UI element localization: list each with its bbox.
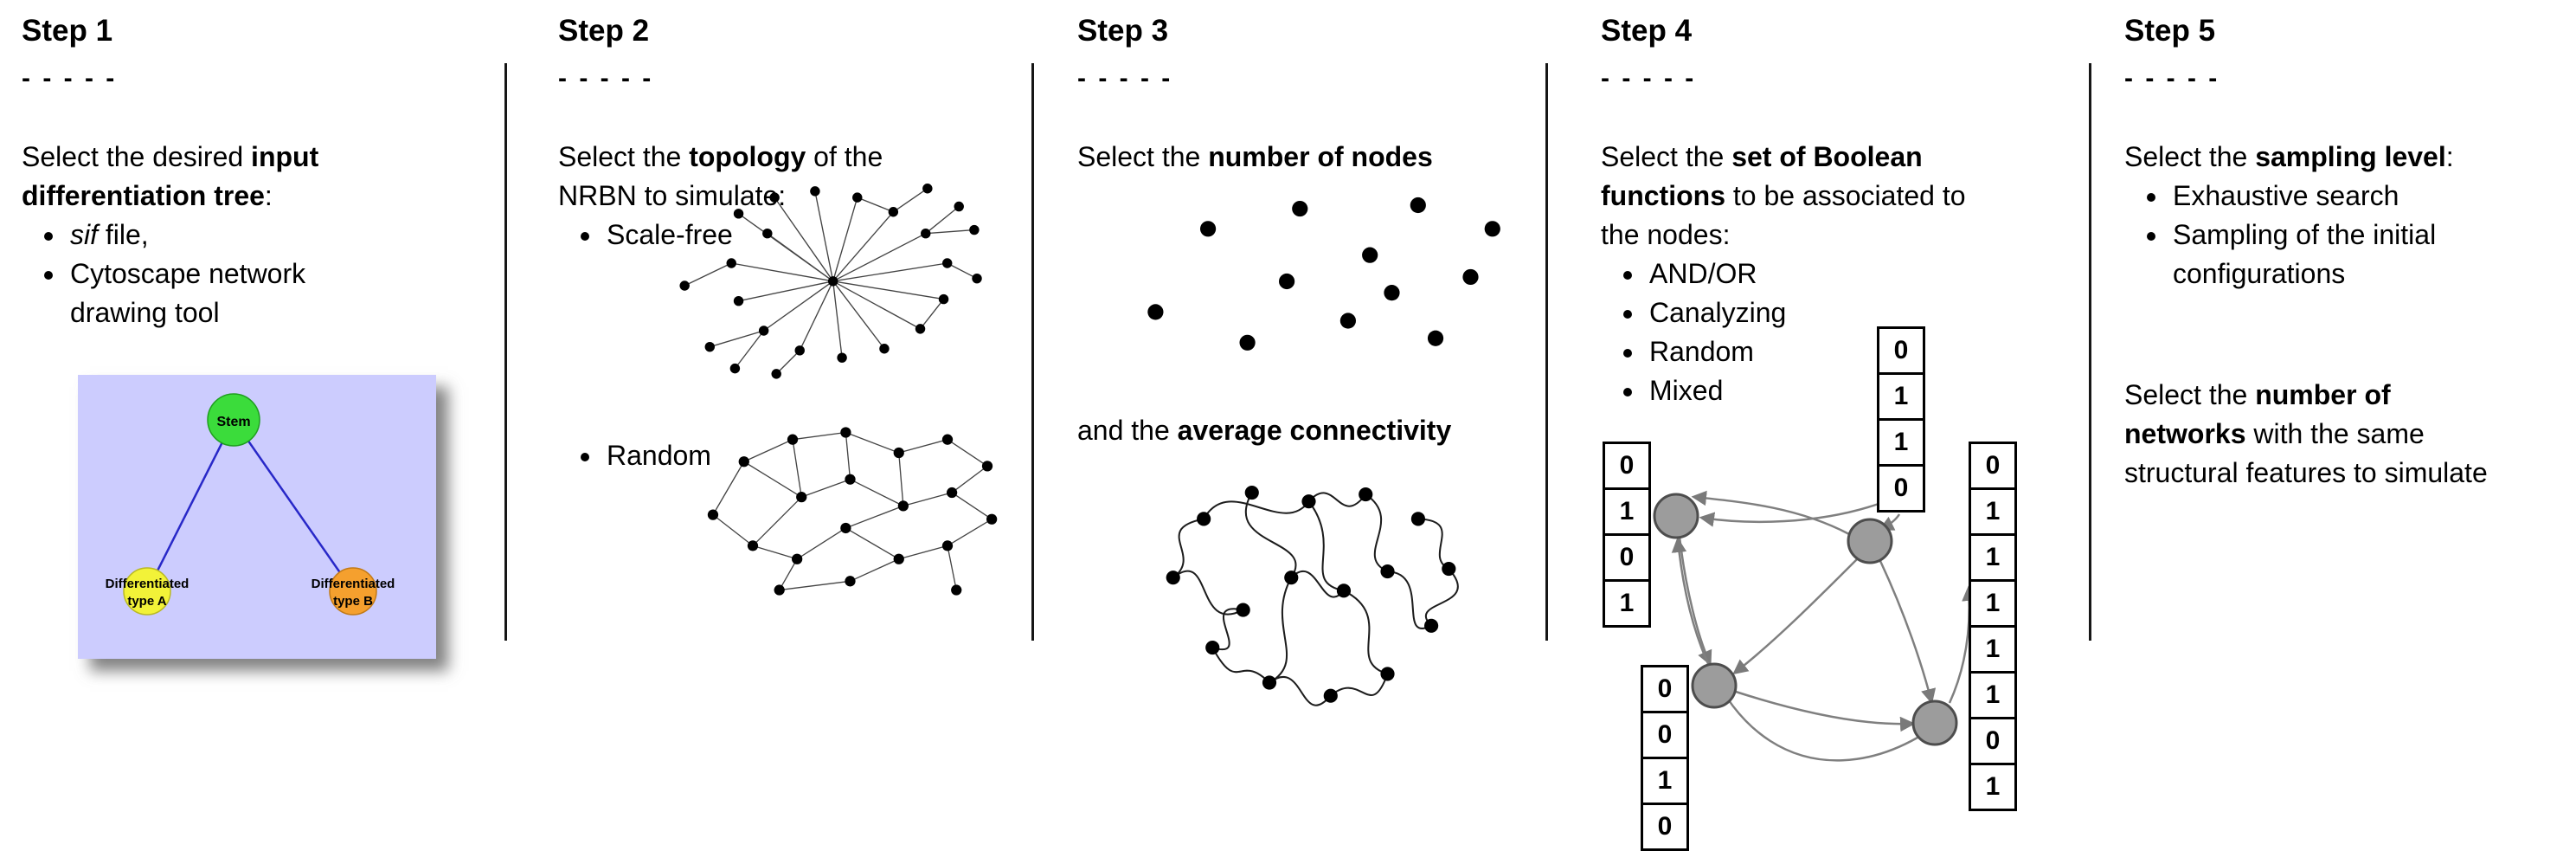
step-2-dashes: - - - - - (558, 64, 654, 93)
step-2-title: Step 2 (558, 14, 650, 48)
truth-table-cell: 1 (1603, 487, 1651, 536)
list-item: Sampling of the initial configurations (2169, 216, 2550, 293)
svg-text:Differentiated: Differentiated (106, 577, 190, 591)
network-arrows (1671, 490, 1977, 762)
svg-text:Stem: Stem (216, 415, 250, 429)
list-item: Random (1646, 332, 2103, 371)
truth-table-cell: 0 (1969, 442, 2017, 490)
step-3-dashes: - - - - - (1077, 64, 1173, 93)
tree-edges (145, 419, 355, 592)
truth-table-bottom-left: 0 0 1 0 (1641, 665, 1689, 851)
step-5-bullet-list: Exhaustive search Sampling of the initia… (2124, 177, 2550, 293)
step-4-dashes: - - - - - (1601, 64, 1697, 93)
step-2-intro: Select the topology of the NRBN to simul… (558, 141, 883, 211)
truth-table-cell: 1 (1969, 579, 2017, 628)
svg-text:type B: type B (333, 594, 373, 609)
truth-table-cell: 0 (1877, 464, 1925, 513)
truth-table-right: 0 1 1 1 1 1 0 1 (1969, 442, 2017, 811)
step-3-connectivity-text: and the average connectivity (1077, 415, 1452, 446)
scale-free-nodes (679, 184, 982, 379)
step-5-title: Step 5 (2124, 14, 2216, 48)
list-item: Mixed (1646, 371, 2103, 410)
scale-free-network-illustration (679, 184, 982, 379)
step-5-dashes: - - - - - (2124, 64, 2220, 93)
step-5-networks-text: Select the number of networks with the s… (2124, 379, 2488, 488)
svg-text:type A: type A (127, 594, 166, 609)
differentiation-tree-illustration: Stem Differentiated type A Differentiate… (78, 375, 436, 659)
truth-table-cell: 1 (1969, 487, 2017, 536)
step-5-column: Step 5 - - - - - Select the sampling lev… (2124, 13, 2570, 848)
truth-table-left: 0 1 0 1 (1603, 442, 1651, 628)
column-divider (1545, 63, 1548, 641)
column-divider (504, 63, 507, 641)
truth-table-cell: 1 (1969, 671, 2017, 719)
step-3-intro: Select the number of nodes (1077, 141, 1433, 172)
boolean-network-svg (1653, 490, 1977, 762)
truth-table-cell: 0 (1877, 326, 1925, 375)
tangle-nodes (1166, 485, 1456, 703)
truth-table-cell: 0 (1641, 711, 1689, 759)
step-2-column: Step 2 - - - - - Select the topology of … (558, 13, 1017, 848)
truth-table-cell: 1 (1969, 533, 2017, 582)
step-4-column: Step 4 - - - - - Select the set of Boole… (1601, 13, 2103, 851)
step-3-column: Step 3 - - - - - Select the number of no… (1077, 13, 1549, 848)
step-1-column: Step 1 - - - - - Select the desired inpu… (22, 13, 489, 848)
network-nodes (1653, 493, 1958, 746)
truth-table-cell: 1 (1877, 418, 1925, 467)
step-1-intro: Select the desired input differentiation… (22, 141, 319, 211)
tangle-edges (1172, 492, 1459, 706)
step-1-title: Step 1 (22, 14, 113, 48)
step-3-title: Step 3 (1077, 14, 1169, 48)
list-item: sif file, (67, 216, 344, 255)
differentiated-type-b-node: Differentiated type B (312, 567, 395, 616)
truth-table-cell: 0 (1603, 442, 1651, 490)
truth-table-cell: 1 (1603, 579, 1651, 628)
list-item: AND/OR (1646, 255, 2103, 293)
truth-table-cell: 1 (1969, 763, 2017, 811)
truth-table-cell: 0 (1603, 533, 1651, 582)
truth-table-cell: 0 (1641, 665, 1689, 713)
random-nodes (707, 427, 998, 596)
column-divider (2089, 63, 2091, 641)
svg-text:Differentiated: Differentiated (312, 577, 395, 591)
nodes-scatter-illustration (1147, 197, 1500, 351)
column-divider (1031, 63, 1034, 641)
step-4-bullet-list: AND/OR Canalyzing Random Mixed (1601, 255, 2103, 410)
truth-table-top: 0 1 1 0 (1877, 326, 1925, 513)
truth-table-cell: 0 (1969, 717, 2017, 765)
stem-node: Stem (207, 393, 260, 447)
step-5-intro: Select the sampling level: (2124, 141, 2454, 172)
list-item: Random (603, 436, 1017, 475)
differentiated-type-a-node: Differentiated type A (106, 567, 190, 616)
truth-table-cell: 1 (1969, 625, 2017, 674)
scatter-dots (1147, 197, 1500, 351)
list-item: Exhaustive search (2169, 177, 2550, 216)
step-1-dashes: - - - - - (22, 64, 118, 93)
boolean-network-illustration: 0 1 1 0 0 1 0 1 0 0 1 0 0 1 1 1 (1601, 320, 2103, 851)
truth-table-cell: 0 (1641, 803, 1689, 851)
step-4-intro: Select the set of Boolean functions to b… (1601, 141, 1966, 250)
connectivity-tangle-illustration (1166, 485, 1459, 706)
step-4-title: Step 4 (1601, 14, 1693, 48)
differentiation-tree-svg: Stem Differentiated type A Differentiate… (78, 375, 436, 659)
truth-table-cell: 1 (1641, 757, 1689, 805)
list-item: Scale-free (603, 216, 1017, 255)
list-item: Cytoscape network drawing tool (67, 255, 344, 332)
random-network-illustration (707, 427, 998, 596)
step-1-bullet-list: sif file, Cytoscape network drawing tool (22, 216, 344, 332)
truth-table-cell: 1 (1877, 372, 1925, 421)
step-2-bullet-list: Scale-free Random (558, 216, 1017, 475)
list-item: Canalyzing (1646, 293, 2103, 332)
